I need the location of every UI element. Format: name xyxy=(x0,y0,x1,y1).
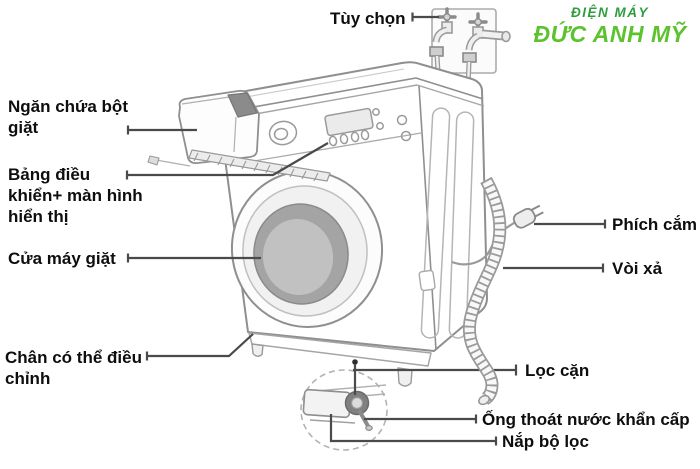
brand-logo: ĐIỆN MÁY ĐỨC ANH MỸ xyxy=(524,5,696,48)
brand-logo-top-text: ĐIỆN MÁY xyxy=(570,5,649,20)
callout-line-chan xyxy=(145,333,254,361)
label-ngan-chua-bot-giat: Ngăn chứa bột giặt xyxy=(8,97,128,137)
label-loc-can: Lọc cặn xyxy=(525,361,590,380)
label-voi-xa: Vòi xả xyxy=(612,259,663,278)
drain-hose-icon xyxy=(462,176,507,406)
callout-line-loc-can xyxy=(352,359,518,395)
side-panel-hatch xyxy=(418,269,436,292)
callout-line-ngan-chua xyxy=(126,125,197,135)
adjustable-foot-left xyxy=(251,343,264,357)
label-tuy-chon: Tùy chọn xyxy=(330,9,406,28)
callout-line-voi-xa xyxy=(503,263,605,273)
door-porthole xyxy=(230,170,384,328)
callout-line-bang-dieu-khien xyxy=(125,142,329,180)
label-bang-dieu-khien: Bảng điều khiển+ màn hình hiển thị xyxy=(8,165,143,226)
label-phich-cam: Phích cắm xyxy=(612,215,698,234)
control-panel xyxy=(268,107,412,147)
label-nap-bo-loc: Nắp bộ lọc xyxy=(502,432,589,451)
display-screen xyxy=(324,107,374,137)
callout-line-tuy-chon xyxy=(411,12,439,22)
filter-cover xyxy=(302,388,352,419)
adjustable-foot-right xyxy=(397,367,413,387)
callout-line-phich-cam xyxy=(534,219,607,229)
callout-lines xyxy=(125,12,607,446)
filter-detail-magnifier xyxy=(300,369,388,451)
label-cua-may-giat: Cửa máy giặt xyxy=(8,249,116,268)
label-ong-thoat-nuoc: Ống thoát nước khẩn cấp xyxy=(482,410,690,429)
callout-line-cua-may-giat xyxy=(126,253,261,263)
callout-line-ong-thoat xyxy=(364,414,478,424)
label-chan-dieu-chinh: Chân có thể điều chỉnh xyxy=(5,348,142,388)
brand-logo-name-text: ĐỨC ANH MỸ xyxy=(533,21,687,47)
detergent-drawer xyxy=(147,89,331,182)
callout-line-nap-bo-loc xyxy=(329,414,498,446)
